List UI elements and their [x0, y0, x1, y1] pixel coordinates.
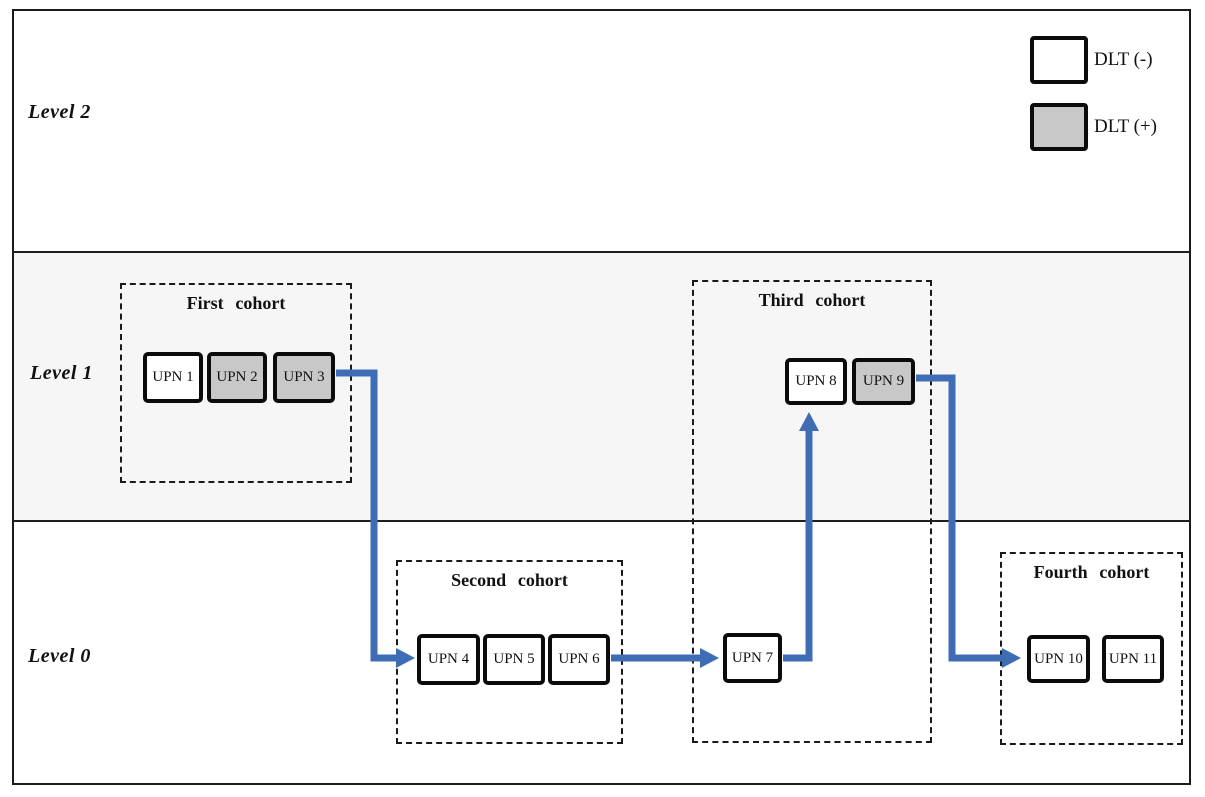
legend-item-dlt-positive: DLT (+)	[1030, 103, 1157, 151]
patient-box-upn9: UPN 9	[852, 358, 915, 405]
first-cohort-title: First cohort	[186, 293, 286, 313]
patient-box-upn1: UPN 1	[143, 352, 203, 403]
dlt-positive-label: DLT (+)	[1094, 116, 1157, 137]
patient-box-upn3: UPN 3	[273, 352, 335, 403]
patient-box-upn2: UPN 2	[207, 352, 267, 403]
dlt-negative-swatch	[1030, 36, 1088, 84]
dlt-positive-swatch	[1030, 103, 1088, 151]
patient-box-upn5: UPN 5	[483, 634, 545, 685]
third-cohort-title: Third cohort	[758, 290, 866, 310]
fourth-cohort-title: Fourth cohort	[1033, 562, 1150, 582]
level-2-label: Level 2	[28, 101, 91, 123]
legend-item-dlt-negative: DLT (-)	[1030, 36, 1153, 84]
patient-box-upn6: UPN 6	[548, 634, 610, 685]
level-0-label: Level 0	[28, 645, 91, 667]
divider-level1-level0	[13, 520, 1190, 522]
patient-box-upn10: UPN 10	[1027, 635, 1090, 683]
second-cohort-title: Second cohort	[451, 570, 568, 590]
diagram-border	[12, 9, 1191, 785]
patient-box-upn8: UPN 8	[785, 358, 847, 405]
patient-box-upn4: UPN 4	[417, 634, 480, 685]
level-1-label: Level 1	[30, 362, 93, 384]
patient-box-upn11: UPN 11	[1102, 635, 1164, 683]
patient-box-upn7: UPN 7	[723, 633, 782, 683]
dlt-negative-label: DLT (-)	[1094, 49, 1153, 70]
divider-level2-level1	[13, 251, 1190, 253]
